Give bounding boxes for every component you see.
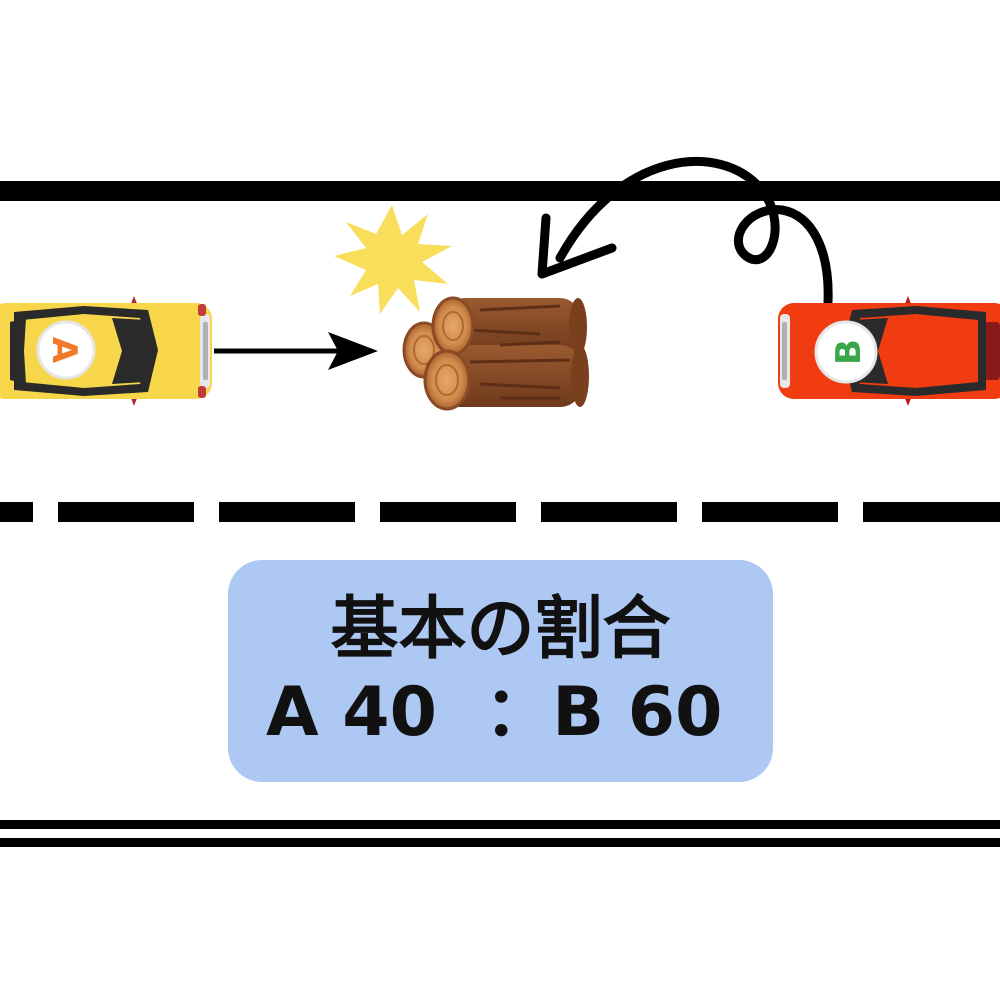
car-b-label: B (829, 339, 869, 365)
car-a-label: A (44, 337, 84, 364)
car-b-swerve-arrow (537, 156, 833, 307)
ratio-values: A 40 ：B 60 (266, 673, 723, 752)
road-top-solid-line (0, 181, 1000, 201)
road-center-dashed-line (0, 502, 1000, 522)
impact-burst-icon (334, 205, 452, 314)
log-pile-icon (402, 296, 589, 411)
road-bottom-double-line (0, 820, 1000, 847)
car-a-direction-arrow (214, 332, 378, 370)
car-a: A (0, 296, 212, 406)
fault-ratio-panel: 基本の割合 A 40 ：B 60 (228, 560, 773, 782)
ratio-title: 基本の割合 (330, 590, 671, 669)
car-b: B (778, 296, 1000, 406)
